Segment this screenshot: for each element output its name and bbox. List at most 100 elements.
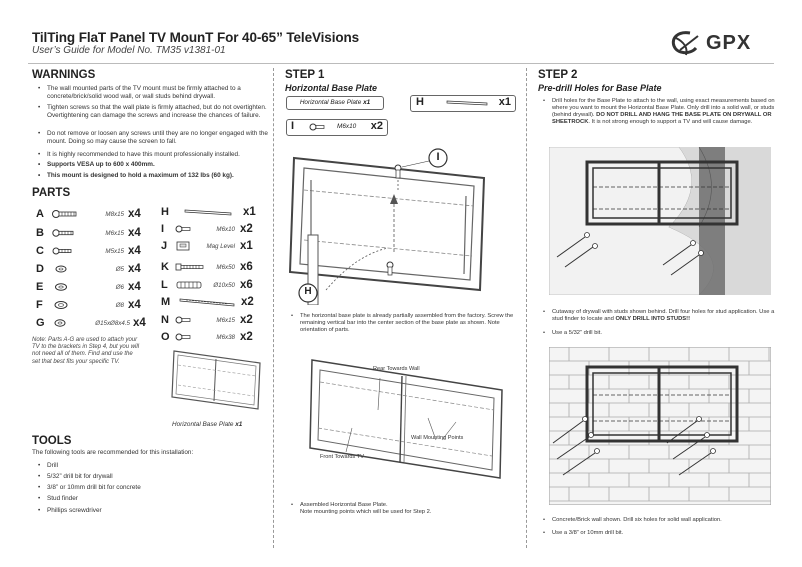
screw-icon [52, 229, 74, 237]
part-spec: Ø10x50 [213, 281, 235, 289]
gpx-logo: GPX [668, 28, 772, 58]
warning-item: Supports VESA up to 600 x 400mm. [36, 161, 272, 169]
tools-heading: TOOLS [32, 435, 72, 447]
step1-assembly-diagram [288, 148, 486, 305]
part-row-n: N M6x15 x2 [161, 313, 253, 327]
part-letter: G [36, 317, 45, 329]
spacer-icon [54, 319, 66, 327]
base-plate-caption: Horizontal Base Plate x1 [172, 421, 242, 428]
part-letter: D [36, 263, 44, 275]
step2-text-a: Drill holes for the Base Plate to attach… [552, 98, 775, 118]
tool-item: Drill [36, 462, 247, 470]
step1-heading: STEP 1 [285, 69, 325, 81]
part-row-f: F Ø8 x4 [36, 298, 141, 312]
screw-icon [52, 210, 77, 218]
part-qty: x6 [240, 261, 253, 273]
warning-item: The wall mounted parts of the TV mount m… [36, 85, 272, 101]
washer-icon [54, 301, 68, 309]
part-qty: x2 [241, 296, 254, 308]
part-qty: x1 [240, 240, 253, 252]
part-letter: N [161, 314, 169, 326]
part-letter: C [36, 245, 44, 257]
warning-item: This mount is designed to hold a maximum… [36, 172, 272, 180]
step1-instruction: The horizontal base plate is already par… [289, 313, 525, 334]
column-divider [273, 68, 274, 548]
box-qty: x2 [370, 120, 383, 132]
tilt-bracket-icon [179, 298, 235, 307]
part-qty: x1 [243, 206, 256, 218]
lag-bolt-icon [175, 263, 204, 271]
part-spec: M6x50 [216, 263, 235, 271]
step2-concrete-bit-note: Use a 3/8” or 10mm drill bit. [541, 530, 780, 537]
part-qty: x4 [128, 208, 141, 220]
box-label: Horizontal Base Plate [299, 99, 362, 106]
tool-item: 3/8” or 10mm drill bit for concrete [36, 484, 247, 492]
box-letter: H [416, 96, 424, 108]
screw-icon [394, 164, 402, 179]
step1-subheading: Horizontal Base Plate [285, 83, 378, 93]
part-letter: A [36, 208, 44, 220]
drywall-text: Cutaway of drywall with studs shown behi… [552, 309, 775, 322]
warning-item: Tighten screws so that the wall plate is… [36, 104, 272, 120]
parts-note: Note: Parts A-G are used to attach your … [32, 337, 140, 365]
drywall-stud-diagram [549, 147, 771, 295]
part-row-b: B M6x15 x4 [36, 226, 141, 240]
part-letter: F [36, 299, 43, 311]
part-row-k: K M6x50 x6 [161, 260, 253, 274]
step2-text-c: . It is not strong enough to support a T… [588, 119, 753, 125]
part-letter: L [161, 279, 168, 291]
warning-item: Do not remove or loosen any screws until… [36, 130, 272, 146]
page-subtitle: User’s Guide for Model No. TM35 v1381-01 [32, 45, 226, 56]
part-spec: M6x15 [105, 229, 124, 237]
step2-concrete-note: Concrete/Brick wall shown. Drill six hol… [541, 517, 780, 524]
part-row-o: O M6x38 x2 [161, 330, 253, 344]
part-row-h: H x1 [161, 205, 261, 219]
part-qty: x4 [133, 317, 146, 329]
part-letter: I [161, 223, 165, 235]
vertical-bar-icon [184, 209, 232, 216]
part-row-i: I M6x10 x2 [161, 222, 253, 236]
screw-icon [175, 316, 191, 324]
base-plate-qty: x1 [235, 421, 243, 428]
page-title: TilTing FlaT Panel TV MounT For 40-65” T… [32, 30, 360, 45]
brick-wall-diagram [549, 347, 771, 505]
screw-icon [386, 261, 394, 276]
assembled-text-b: Note mounting points which will be used … [300, 509, 432, 515]
assembled-text: Assembled Horizontal Base Plate. [300, 502, 388, 508]
part-qty: x2 [240, 331, 253, 343]
callout-h: H [304, 286, 312, 297]
label-front-towards-tv: Front Towards TV [320, 454, 364, 460]
part-letter: E [36, 281, 44, 293]
tool-item: Stud finder [36, 495, 247, 503]
part-qty: x6 [240, 279, 253, 291]
screw-icon [309, 123, 325, 131]
part-letter: H [161, 206, 169, 218]
step2-subheading: Pre-drill Holes for Base Plate [538, 83, 662, 93]
box-letter: I [291, 120, 295, 132]
step2-warning-bold: DO NOT DRILL AND HANG THE BASE PLATE ON … [552, 112, 772, 125]
part-qty: x2 [240, 314, 253, 326]
part-row-d: D Ø5 x4 [36, 262, 141, 276]
assembled-plate-diagram [309, 359, 503, 479]
tool-item: 5/32” drill bit for drywall [36, 473, 247, 481]
part-row-a: A M8x15 x4 [36, 207, 141, 221]
gpx-logo-icon [671, 31, 699, 56]
screw-icon [175, 225, 191, 233]
step2-heading: STEP 2 [538, 69, 578, 81]
warnings-heading: WARNINGS [32, 69, 96, 81]
part-letter: M [161, 296, 171, 308]
label-wall-mounting-points: Wall Mounting Points [411, 435, 464, 441]
warning-item: It is highly recommended to have this mo… [36, 151, 272, 159]
part-spec: M6x15 [216, 316, 235, 324]
callout-i: I [436, 151, 440, 163]
part-row-c: C M5x15 x4 [36, 244, 141, 258]
label-rear-towards-wall: Rear Towards Wall [373, 366, 420, 372]
step2-drywall-note: Cutaway of drywall with studs shown behi… [541, 309, 780, 323]
part-qty: x4 [128, 227, 141, 239]
base-plate-drawing [171, 350, 261, 410]
step1-assembled-note: Assembled Horizontal Base Plate. Note mo… [289, 502, 525, 516]
screw-icon [175, 333, 191, 341]
part-qty: x4 [128, 299, 141, 311]
washer-icon [55, 283, 67, 291]
part-qty: x2 [240, 223, 253, 235]
